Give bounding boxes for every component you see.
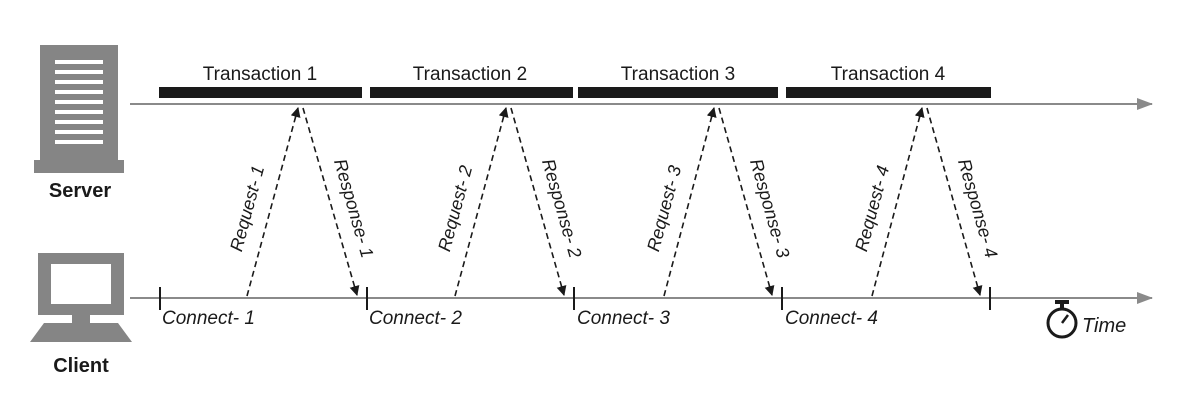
client-label: Client (53, 355, 109, 377)
connect-label: Connect- 1 (162, 308, 255, 329)
request-arrow (663, 107, 717, 297)
request-label: Request- 4 (851, 163, 893, 253)
transaction-label: Transaction 4 (831, 64, 946, 85)
server-label: Server (49, 180, 111, 202)
request-label: Request- 1 (226, 163, 268, 253)
transaction-bar (786, 87, 991, 98)
transaction-bar (159, 87, 362, 98)
response-label: Response- 2 (538, 157, 585, 261)
transaction-label: Transaction 1 (203, 64, 317, 85)
server-icon (34, 45, 124, 173)
transaction-label: Transaction 2 (413, 64, 527, 85)
transaction-bar (370, 87, 573, 98)
request-label: Request- 3 (643, 163, 685, 253)
request-arrow (246, 107, 301, 297)
connect-label: Connect- 4 (785, 308, 878, 329)
connect-label: Connect- 3 (577, 308, 670, 329)
response-arrow (718, 107, 775, 296)
response-arrow (302, 107, 360, 296)
request-label: Request- 2 (434, 163, 476, 253)
stopwatch-icon (1046, 300, 1078, 339)
connect-label: Connect- 2 (369, 308, 462, 329)
transaction-label: Transaction 3 (621, 64, 735, 85)
response-arrow (926, 107, 983, 296)
response-arrow (510, 107, 567, 296)
transaction-bar (578, 87, 778, 98)
connection-ticks (159, 287, 991, 310)
response-label: Response- 4 (954, 157, 1001, 261)
request-arrow (871, 107, 925, 297)
response-label: Response- 1 (330, 157, 377, 261)
computer-icon (30, 253, 132, 342)
response-label: Response- 3 (746, 157, 793, 261)
time-label: Time (1082, 315, 1126, 337)
request-arrow (454, 107, 509, 297)
